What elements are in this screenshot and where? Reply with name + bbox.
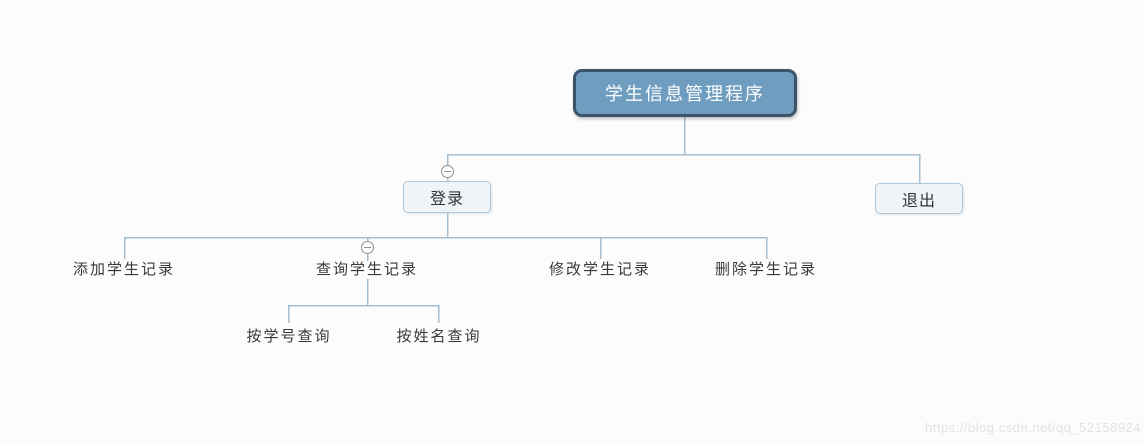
node-modify-student-record[interactable]: 修改学生记录 xyxy=(548,261,652,278)
minus-glyph xyxy=(444,171,451,172)
node-query-by-student-id[interactable]: 按学号查询 xyxy=(246,328,332,345)
node-root[interactable]: 学生信息管理程序 xyxy=(573,69,797,117)
minus-glyph xyxy=(364,247,371,248)
node-login[interactable]: 登录 xyxy=(403,181,491,213)
node-delete-student-record[interactable]: 删除学生记录 xyxy=(714,261,818,278)
node-exit[interactable]: 退出 xyxy=(875,183,963,214)
node-query-student-record[interactable]: 查询学生记录 xyxy=(315,261,419,278)
node-add-student-record[interactable]: 添加学生记录 xyxy=(72,261,176,278)
collapse-minus-icon-query[interactable] xyxy=(361,241,374,254)
csdn-watermark: https://blog.csdn.net/qq_52158924 xyxy=(925,420,1141,435)
node-query-by-name[interactable]: 按姓名查询 xyxy=(396,328,482,345)
collapse-minus-icon-login[interactable] xyxy=(441,165,454,178)
